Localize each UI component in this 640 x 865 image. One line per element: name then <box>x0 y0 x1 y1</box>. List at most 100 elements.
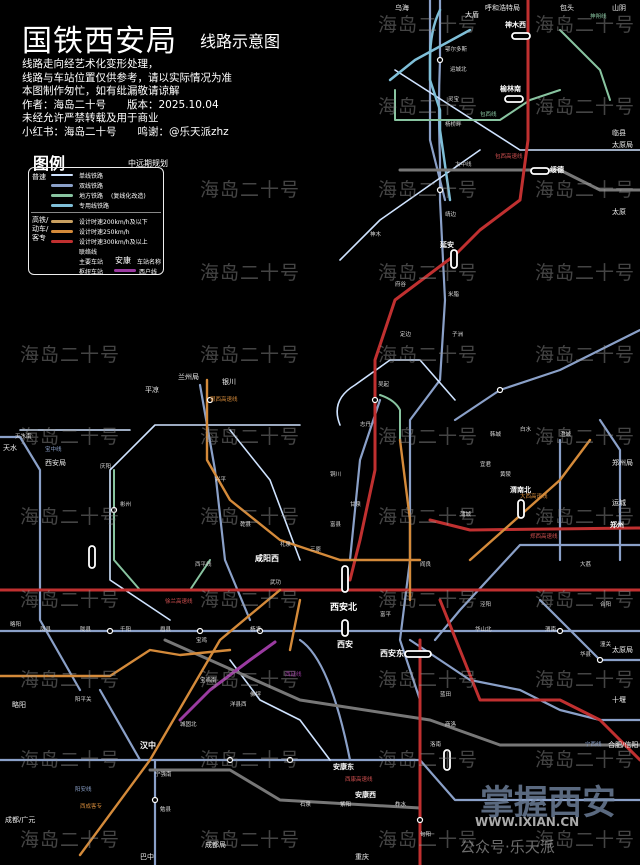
note-line: 小红书：海岛二十号 鸣谢：@乐天派zhz <box>22 125 229 138</box>
station-label[interactable]: 铜川 <box>330 472 342 478</box>
station-weinan-north[interactable]: 渭南北 <box>510 486 531 494</box>
station-label[interactable]: 阎良 <box>420 562 432 568</box>
station-label[interactable]: 甘泉 <box>350 502 362 508</box>
station-label[interactable]: 吴起 <box>378 382 390 388</box>
station-label[interactable]: 蒲城 <box>460 512 472 518</box>
station-label[interactable]: 勉县 <box>160 807 172 813</box>
legend-item: 设计时速250km/h <box>79 229 130 236</box>
station-label[interactable]: 彬州 <box>120 502 132 508</box>
station-label[interactable]: 略阳 <box>10 622 22 628</box>
direction-label: 合肥/信阳 <box>608 741 639 749</box>
station-label[interactable]: 武功 <box>270 580 282 586</box>
station-label[interactable]: 城固北 <box>180 722 197 728</box>
station-label[interactable]: 白水 <box>520 427 532 433</box>
station-zhengzhou[interactable]: 郑州 <box>610 521 624 529</box>
station-label[interactable]: 旬阳 <box>420 832 432 838</box>
station-label[interactable]: 合阳 <box>600 602 612 608</box>
station-label[interactable]: 庆阳 <box>100 464 112 470</box>
station-label[interactable]: 陇县 <box>80 627 92 633</box>
station-label[interactable]: 大荔 <box>580 562 592 568</box>
wechat-watermark: 公众号·乐天派 <box>460 838 555 856</box>
station-label[interactable]: 运城北 <box>450 67 467 73</box>
station-label[interactable]: 洛南 <box>430 742 442 748</box>
station-yulin-south[interactable]: 榆林南 <box>500 85 521 93</box>
station-label[interactable]: 石泉 <box>300 802 312 808</box>
station-label[interactable]: 眉县 <box>160 627 172 633</box>
station-xianyang-west[interactable]: 咸阳西 <box>255 554 279 563</box>
page-title: 国铁西安局 <box>22 24 177 59</box>
station-label[interactable]: 宝鸡 <box>196 638 208 644</box>
direction-label: 成都/广元 <box>5 816 36 824</box>
station-label[interactable]: 子洲 <box>452 332 464 338</box>
line-name: 徐兰高速线 <box>165 599 193 605</box>
station-xian-east[interactable]: 西安东 <box>380 649 404 658</box>
direction-label: 临县 <box>612 129 626 137</box>
legend-hub-station: 枢纽车站 <box>79 269 104 276</box>
station-label[interactable]: 乾县 <box>240 522 252 528</box>
station-label[interactable]: 渭南 <box>545 627 557 633</box>
station-xian[interactable]: 西安 <box>337 640 353 649</box>
direction-label: 天水 <box>3 444 17 452</box>
legend-divider <box>31 212 161 213</box>
station-label[interactable]: 神木 <box>370 232 382 238</box>
station-label[interactable]: 韩城 <box>490 432 502 438</box>
station-label[interactable]: 志丹 <box>360 422 372 428</box>
station-label[interactable]: 柞水 <box>395 802 407 808</box>
station-label[interactable]: 潼关 <box>600 642 612 648</box>
station-label[interactable]: 澄城 <box>560 432 572 438</box>
legend-plan-label: 中远期规划 <box>128 159 168 168</box>
station-label[interactable]: 紫阳 <box>340 802 352 808</box>
station-label[interactable]: 阳平关 <box>75 697 92 703</box>
station-label[interactable]: 宝鸡南 <box>200 678 217 684</box>
station-label[interactable]: 蓝田 <box>440 692 452 698</box>
station-label[interactable]: 千阳 <box>120 627 132 633</box>
notes: 线路走向经艺术化变形处理， 线路与车站位置仅供参考，请以实际情况为准 本图制作匆… <box>22 58 232 139</box>
legend-purple-line: 西户线 <box>139 269 158 276</box>
direction-label: 成都局 <box>205 841 226 849</box>
station-ankang-east[interactable]: 安康东 <box>333 763 354 771</box>
line-name: 阳安线 <box>75 787 92 793</box>
direction-label: 银川 <box>222 378 236 386</box>
station-label[interactable]: 华县 <box>580 652 592 658</box>
station-label[interactable]: 定边 <box>400 332 412 338</box>
station-ankang-west[interactable]: 安康西 <box>355 791 376 799</box>
station-hanzhong[interactable]: 汉中 <box>140 741 156 750</box>
direction-label: 兰州局 <box>178 373 199 381</box>
station-label[interactable]: 府谷 <box>395 282 407 288</box>
station-label[interactable]: 佛坪 <box>250 692 262 698</box>
line-name: 神朔线 <box>590 14 607 20</box>
station-label[interactable]: 靖边 <box>445 212 457 218</box>
station-suide[interactable]: 绥德 <box>550 166 564 174</box>
legend-swatch <box>114 269 136 272</box>
station-label[interactable]: 洋县西 <box>230 702 247 708</box>
station-label[interactable]: 凤县 <box>40 627 52 633</box>
line-name: 西延线 <box>285 672 302 678</box>
station-label[interactable]: 泾阳 <box>480 602 492 608</box>
station-xian-north[interactable]: 西安北 <box>330 603 358 613</box>
station-label[interactable]: 鄂尔多斯 <box>445 47 468 53</box>
station-label[interactable]: 宜君 <box>480 462 492 468</box>
station-label[interactable]: 商洛 <box>445 722 457 728</box>
legend-swatch <box>51 174 73 176</box>
station-label[interactable]: 杨凌 <box>250 627 262 633</box>
station-label[interactable]: 米脂 <box>448 292 460 298</box>
station-label[interactable]: 黄陵 <box>500 472 512 478</box>
line-name: 西成客专 <box>80 804 103 810</box>
station-label[interactable]: 富县 <box>330 522 342 528</box>
station-label[interactable]: 灵宝 <box>448 97 460 103</box>
station-label[interactable]: 宁强南 <box>155 772 172 778</box>
station-yanan[interactable]: 延安 <box>440 241 454 249</box>
station-label[interactable]: 兴平 <box>215 477 227 483</box>
hub-markers <box>88 32 550 771</box>
station-shenmu-west[interactable]: 神木西 <box>505 21 526 29</box>
station-label[interactable]: 天水南 <box>15 434 32 440</box>
station-label[interactable]: 礼泉 <box>280 542 292 548</box>
note-line: 未经允许严禁转载及用于商业 <box>22 112 159 124</box>
station-label[interactable]: 杨桥畔 <box>445 122 462 128</box>
legend-swatch <box>51 184 73 187</box>
station-label[interactable]: 富平 <box>380 612 392 618</box>
station-label[interactable]: 华山北 <box>475 627 492 633</box>
station-label[interactable]: 三原 <box>310 547 322 553</box>
legend-swatch <box>51 194 73 197</box>
